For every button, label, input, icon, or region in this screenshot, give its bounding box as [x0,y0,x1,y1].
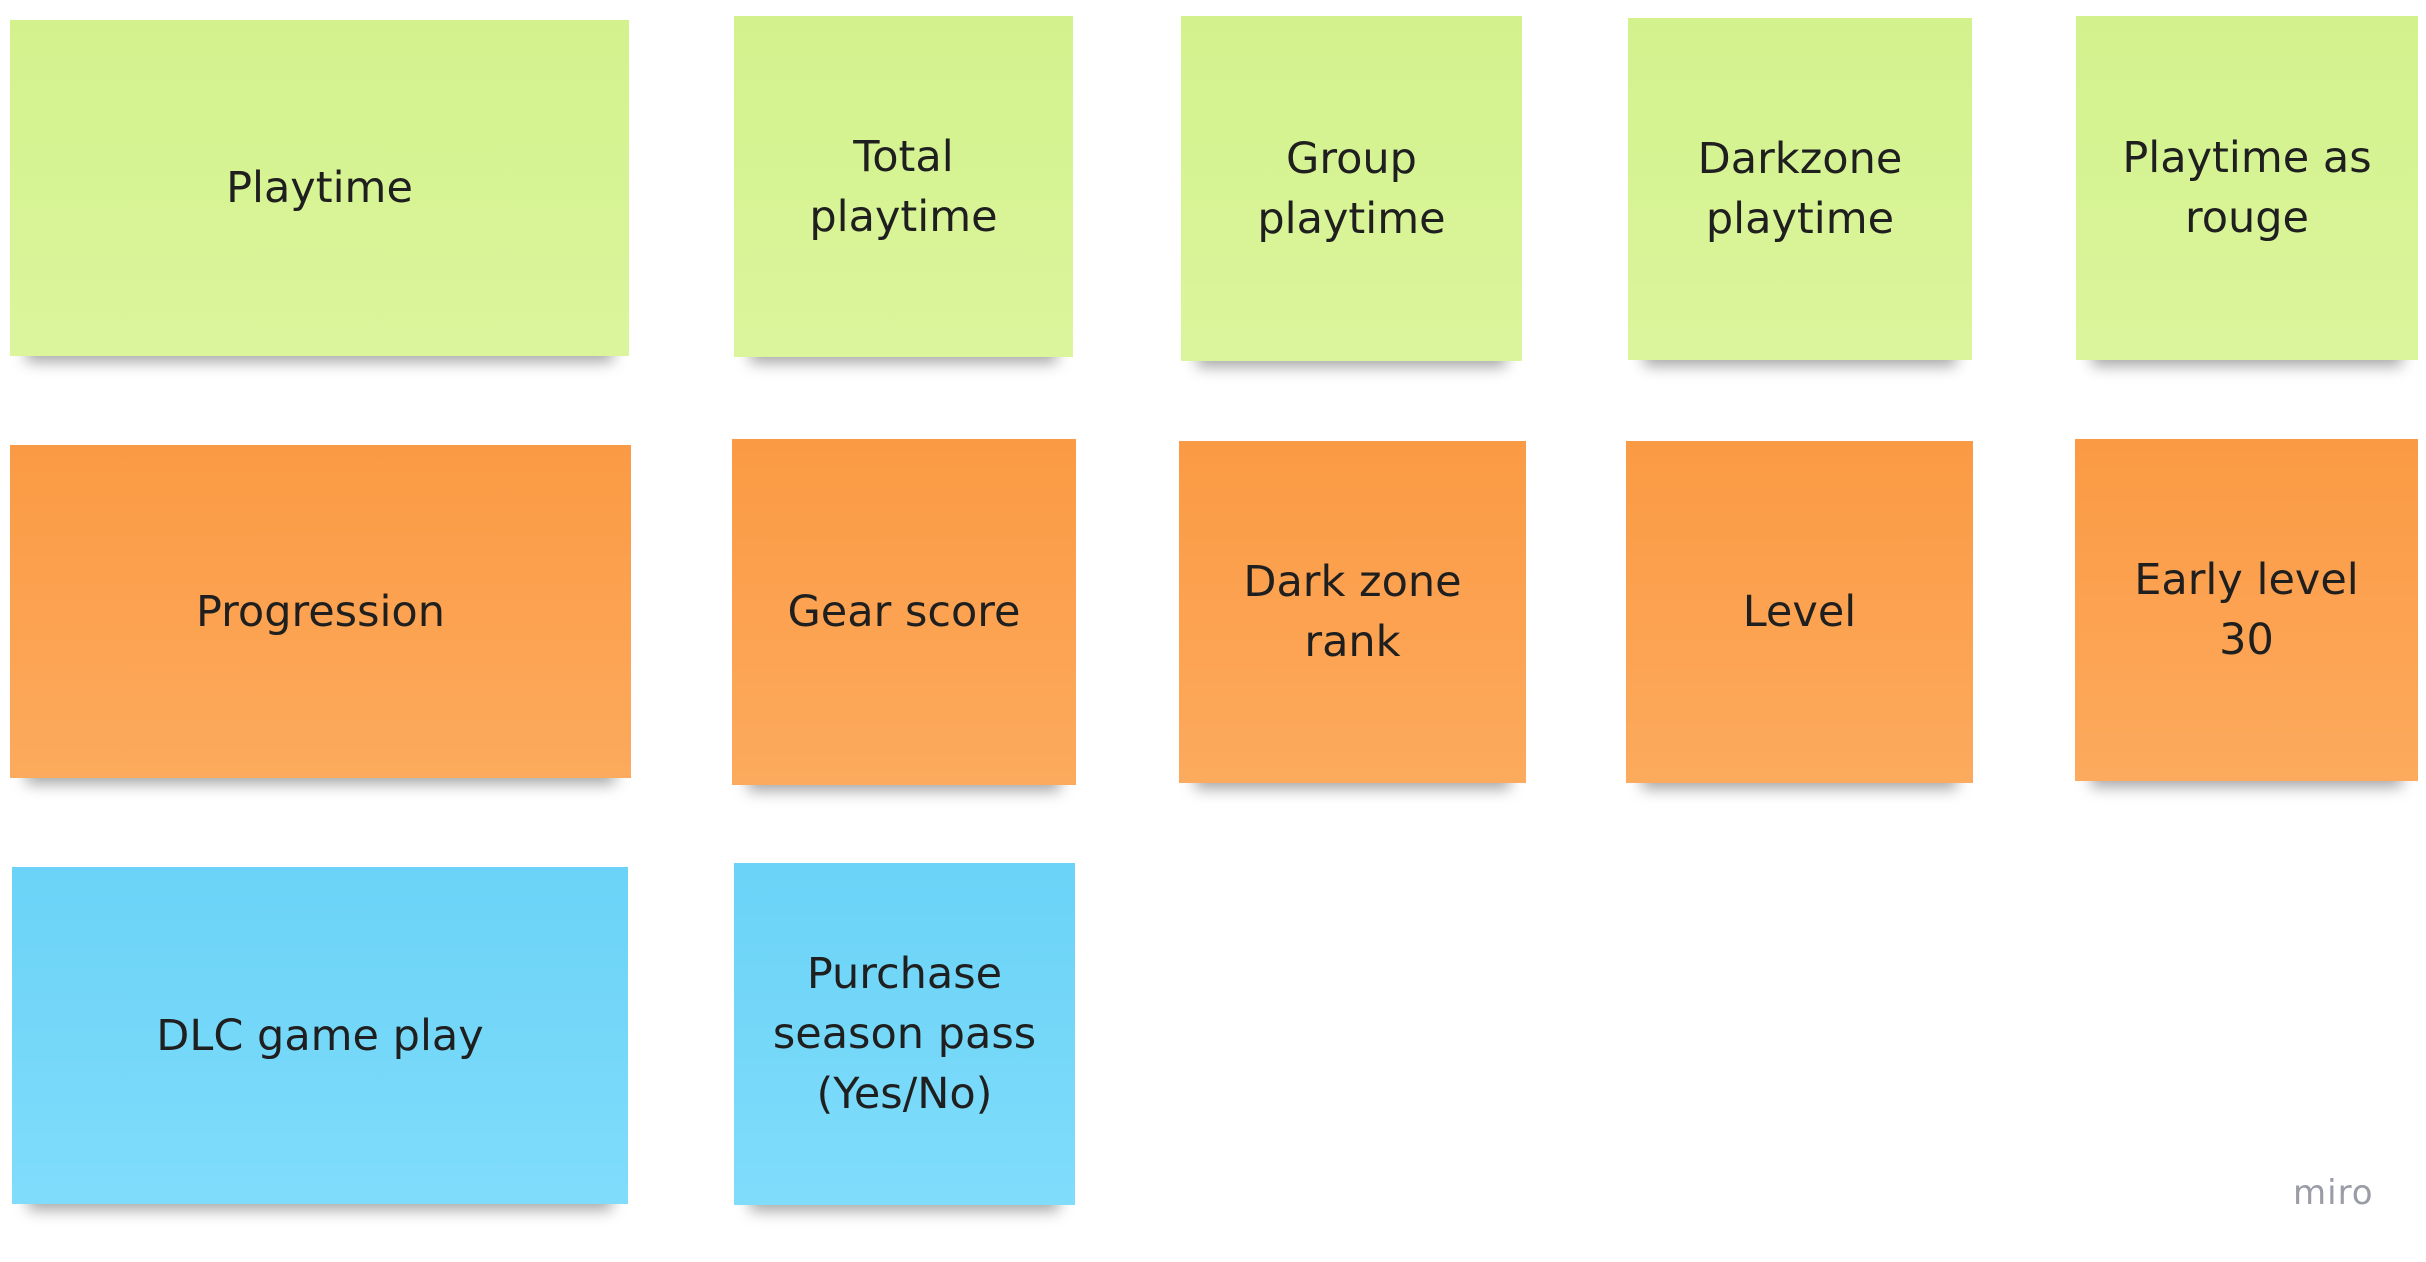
sticky-note-text: DLC game play [156,1010,484,1061]
miro-watermark: miro [2293,1173,2374,1213]
sticky-note-total-playtime[interactable]: Total playtime [734,16,1073,357]
sticky-note-text: Progression [195,586,445,637]
sticky-note-text: Playtime as rouge [2122,133,2372,243]
sticky-note-playtime-as-rouge[interactable]: Playtime as rouge [2076,16,2418,360]
sticky-note-purchase-season-pass[interactable]: Purchase season pass (Yes/No) [734,863,1075,1205]
sticky-note-text: Playtime [226,163,413,213]
sticky-note-group-playtime[interactable]: Group playtime [1181,16,1522,361]
sticky-note-progression[interactable]: Progression [10,445,631,778]
sticky-note-text: Purchase season pass (Yes/No) [772,949,1037,1119]
sticky-note-gear-score[interactable]: Gear score [732,439,1076,785]
sticky-note-text: Early level 30 [2134,555,2359,665]
sticky-note-level[interactable]: Level [1626,441,1973,783]
sticky-note-text: Dark zone rank [1243,557,1462,667]
sticky-note-text: Group playtime [1257,133,1446,244]
sticky-note-dlc-game-play[interactable]: DLC game play [12,867,628,1204]
sticky-note-text: Gear score [787,587,1021,637]
sticky-note-darkzone-playtime[interactable]: Darkzone playtime [1628,18,1972,360]
sticky-note-playtime[interactable]: Playtime [10,20,629,356]
sticky-note-dark-zone-rank[interactable]: Dark zone rank [1179,441,1526,783]
sticky-note-text: Darkzone playtime [1697,134,1903,244]
sticky-note-early-level-30[interactable]: Early level 30 [2075,439,2418,781]
sticky-note-text: Total playtime [809,131,998,242]
sticky-note-text: Level [1742,587,1857,637]
